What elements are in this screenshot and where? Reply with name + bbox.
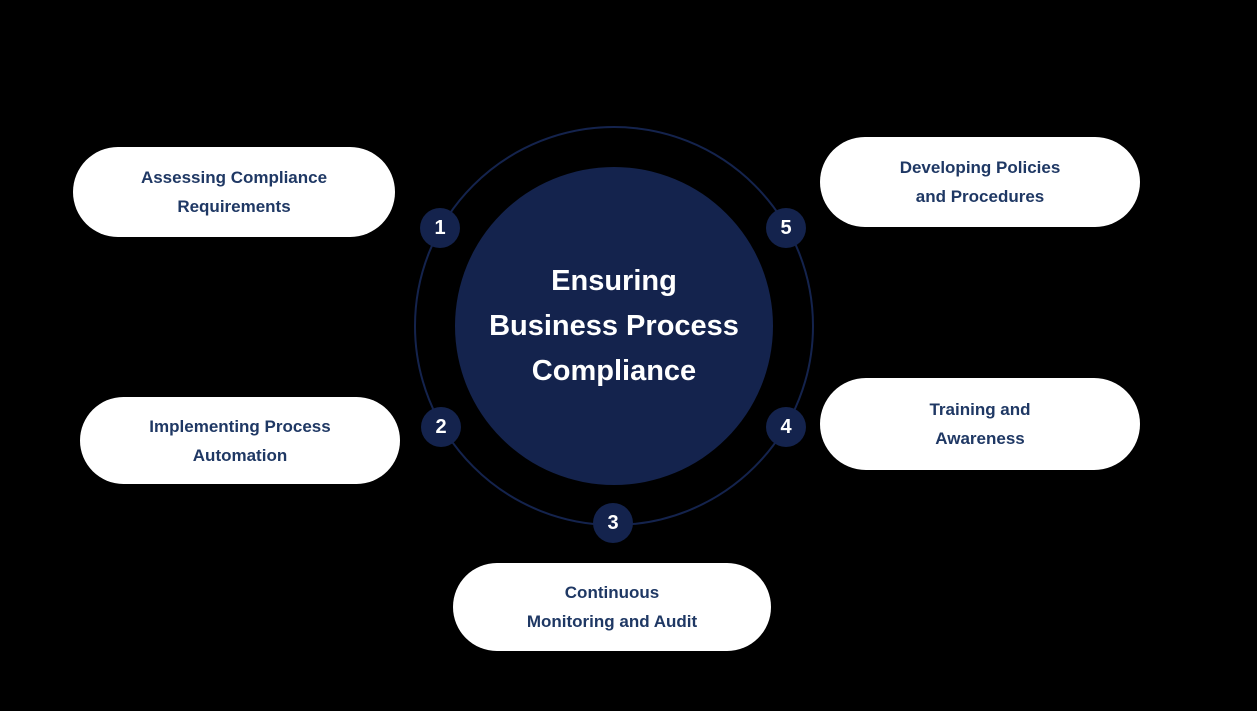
center-circle: Ensuring Business Process Compliance <box>455 167 773 485</box>
step-label-3: Continuous Monitoring and Audit <box>453 563 771 651</box>
step-label-4: Training and Awareness <box>820 378 1140 470</box>
step-label-line: Training and <box>929 400 1031 419</box>
step-badge-2: 2 <box>421 407 461 447</box>
step-label-line: Implementing Process <box>149 416 331 436</box>
step-label-line: Continuous <box>564 583 660 602</box>
title-line: Ensuring <box>551 264 677 297</box>
step-label-line: Automation <box>192 445 288 465</box>
step-badge-4: 4 <box>766 407 806 447</box>
step-label-5: Developing Policies and Procedures <box>820 137 1140 227</box>
diagram-title: Ensuring Business Process Compliance <box>489 259 739 394</box>
step-label-2: Implementing Process Automation <box>80 397 400 484</box>
step-label-line: Awareness <box>935 429 1025 448</box>
step-badge-1: 1 <box>420 208 460 248</box>
step-label-1: Assessing Compliance Requirements <box>73 147 395 237</box>
step-label-line: Monitoring and Audit <box>526 612 698 631</box>
step-label-line: Assessing Compliance <box>140 168 328 187</box>
step-label-line: Requirements <box>177 197 291 216</box>
step-label-line: and Procedures <box>915 187 1045 206</box>
title-line: Business Process <box>489 309 739 342</box>
step-badge-5: 5 <box>766 208 806 248</box>
step-label-line: Developing Policies <box>899 158 1061 177</box>
step-badge-3: 3 <box>593 503 633 543</box>
title-line: Compliance <box>531 354 697 387</box>
